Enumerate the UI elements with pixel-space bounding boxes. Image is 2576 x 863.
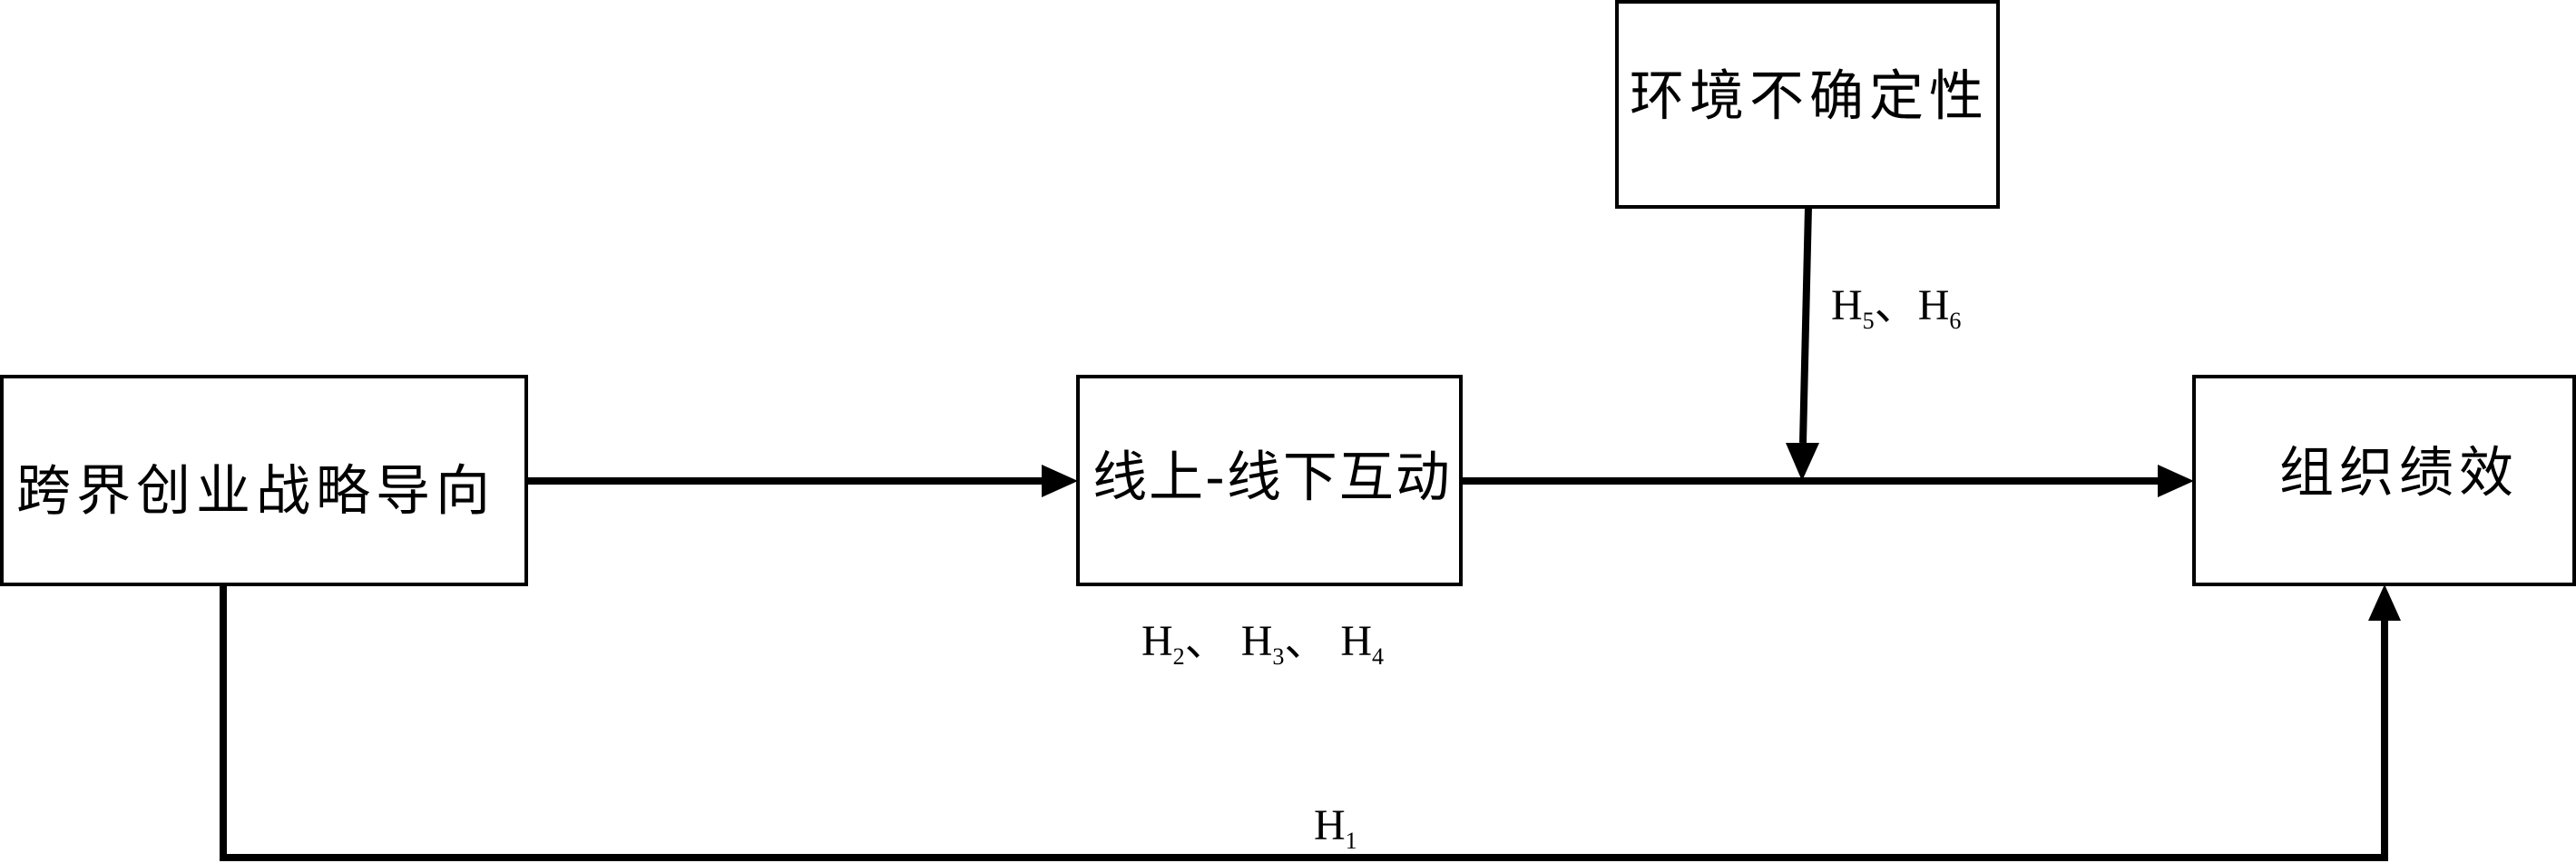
- node-strategy-box: [0, 375, 528, 586]
- edges: [220, 206, 2401, 861]
- node-strategy: 跨界创业战略导向: [0, 375, 528, 586]
- node-interaction-box: [1076, 375, 1463, 586]
- node-interaction-label: 线上-线下互动: [1092, 446, 1452, 510]
- node-strategy-label: 跨界创业战略导向: [16, 460, 495, 524]
- arrowhead-performance-right: [2158, 465, 2194, 497]
- hypothesis-moderation-label: H5、H6: [1831, 281, 1961, 334]
- arrowhead-performance-bottom: [2368, 584, 2401, 621]
- node-performance-box: [2192, 375, 2576, 586]
- hypothesis-mediation-label: H2、H3、H4: [1141, 617, 1384, 670]
- edge-uncertainty-moderation: [1799, 206, 1812, 444]
- node-uncertainty-label: 环境不确定性: [1630, 65, 1989, 129]
- hypothesis-direct-label: H1: [1314, 801, 1357, 854]
- node-uncertainty-box: [1615, 0, 2000, 209]
- edge-strategy-to-performance-direct: [220, 584, 2388, 861]
- arrowhead-moderation: [1786, 443, 1819, 481]
- arrowhead-interaction: [1042, 465, 1078, 497]
- node-interaction: 线上-线下互动: [1076, 375, 1463, 586]
- node-performance: 组织绩效: [2192, 375, 2576, 586]
- node-performance-label: 组织绩效: [2279, 442, 2519, 505]
- node-uncertainty: 环境不确定性: [1615, 0, 2000, 209]
